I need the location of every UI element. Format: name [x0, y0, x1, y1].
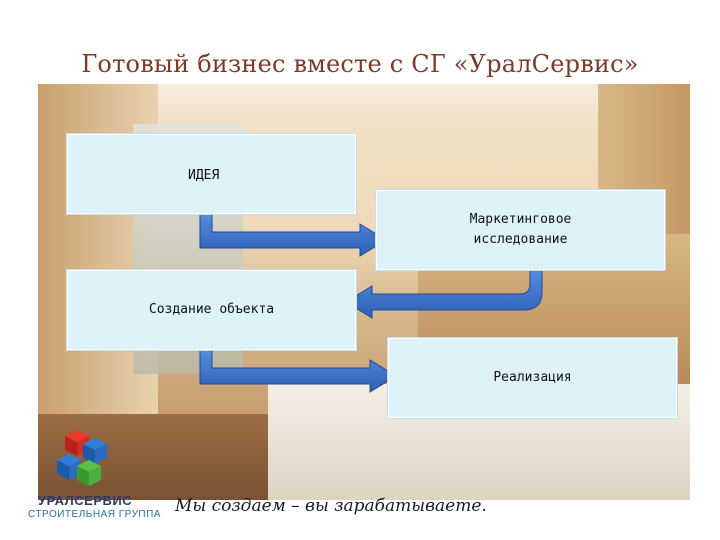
slide-title: Готовый бизнес вместе с СГ «УралСервис» [81, 50, 639, 78]
slogan: Мы создаем – вы зарабатываете. [175, 496, 487, 516]
step-sales-label: Реализация [493, 370, 572, 385]
step-idea: ИДЕЯ [67, 134, 356, 214]
cubes-logo-icon [57, 430, 107, 486]
step-construction: Создание объекта [67, 270, 356, 350]
step-idea-label: ИДЕЯ [188, 168, 220, 183]
brand-name: УРАЛСЕРВИС [38, 493, 133, 508]
step-construction-label: Создание объекта [148, 302, 275, 317]
step-marketing-label: Маркетинговое исследование [469, 212, 572, 247]
brand-subtitle: СТРОИТЕЛЬНАЯ ГРУППА [28, 509, 161, 520]
arrow-left-icon [345, 267, 543, 319]
arrow-right-icon [199, 211, 387, 257]
step-marketing: Маркетинговое исследование [376, 190, 665, 270]
step-sales: Реализация [388, 338, 677, 418]
arrow-right-icon [199, 347, 397, 393]
